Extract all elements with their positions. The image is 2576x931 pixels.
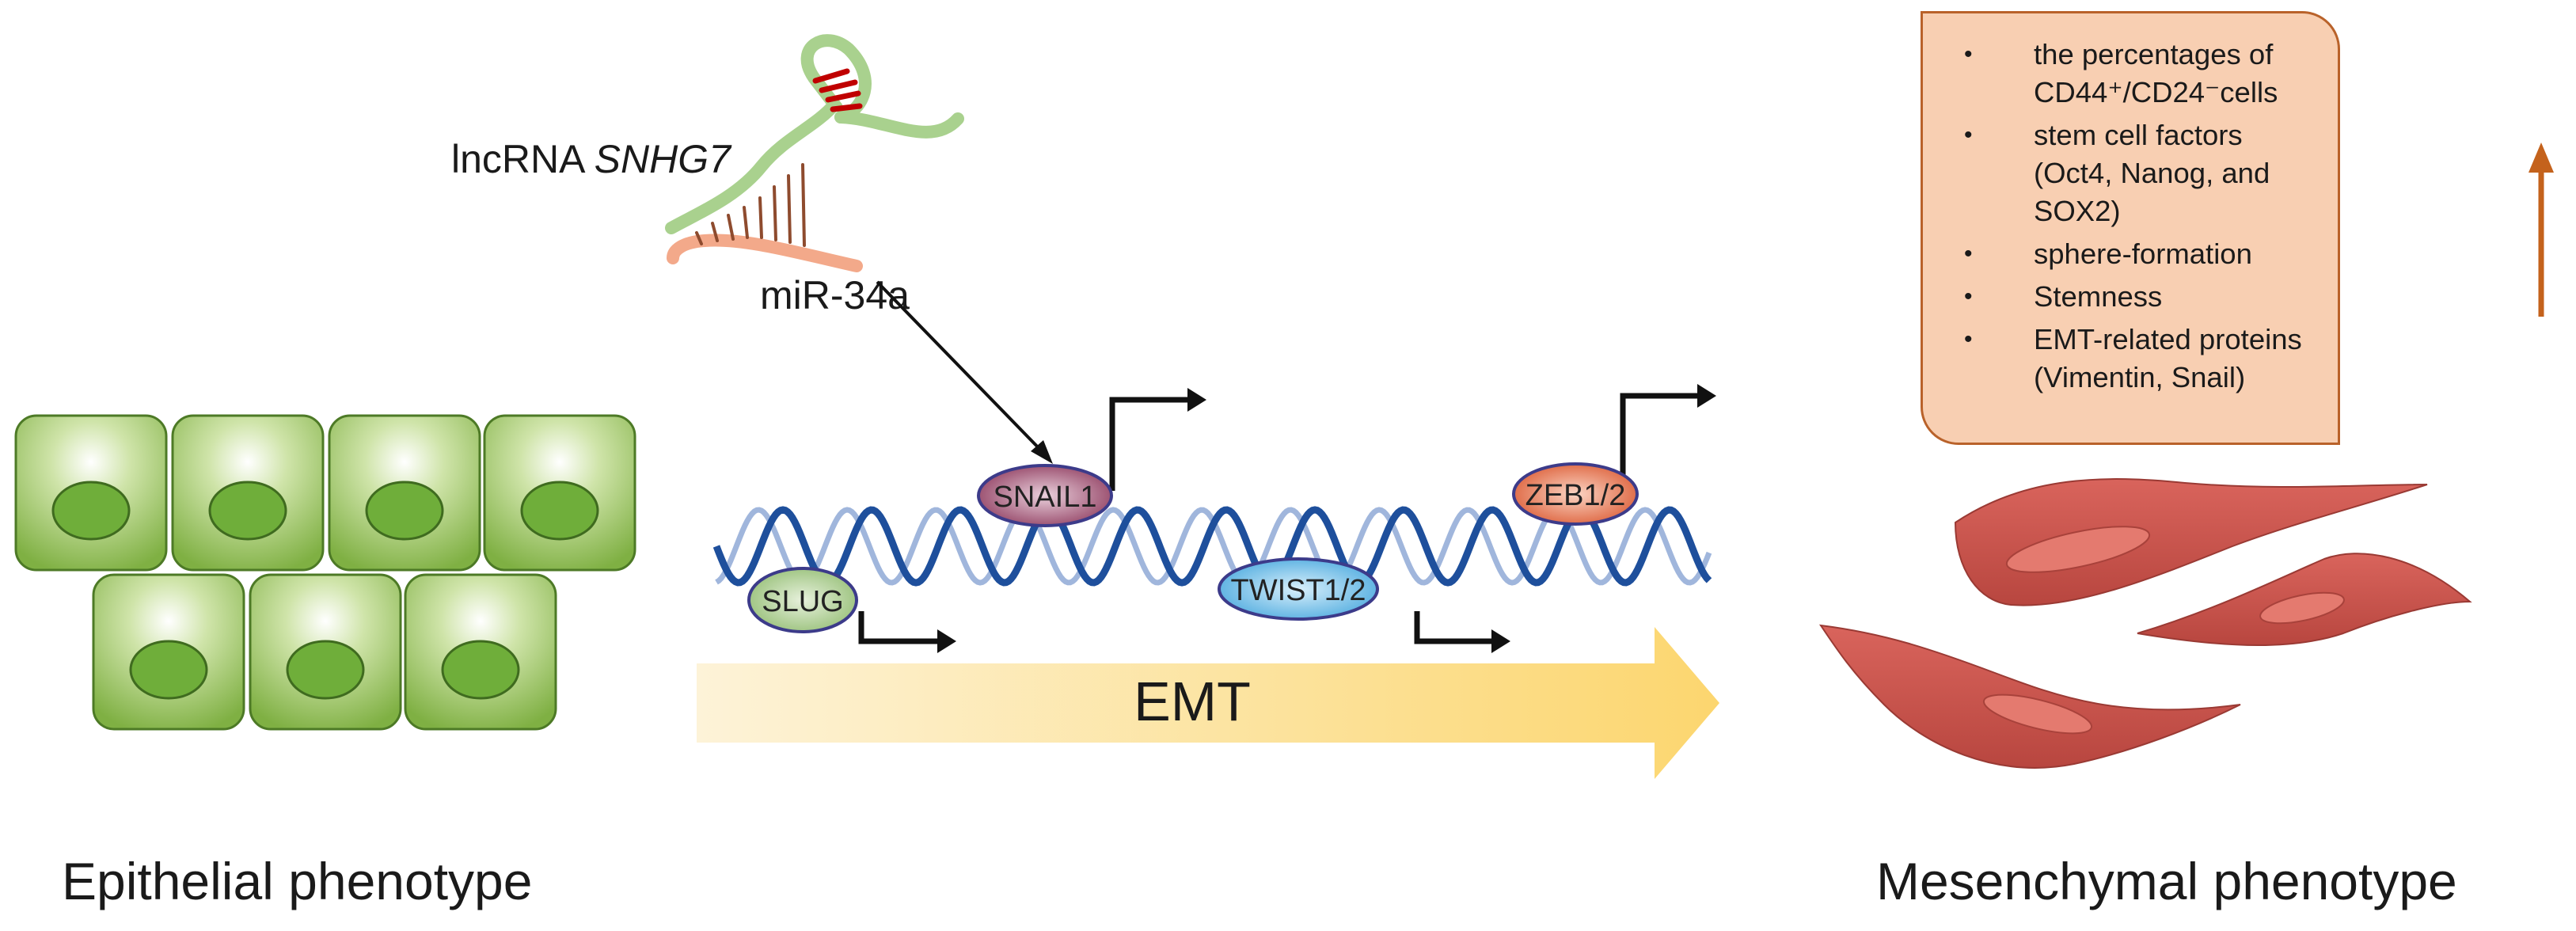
twist-label: TWIST1/2 [1230,574,1366,607]
effect-text: sphere-formation [2034,238,2252,270]
effect-item: • the percentages of CD44⁺/CD24⁻cells [1940,36,2320,112]
mesenchymal-cells [1818,478,2472,769]
zeb-factor: ZEB1/2 [1512,462,1639,526]
epithelial-nucleus [208,481,287,541]
bullet: • [1964,241,1973,267]
snail1-factor: SNAIL1 [977,464,1113,527]
epithelial-nucleus [286,640,365,700]
mesenchymal-nucleus [1982,694,2093,735]
snail1-label: SNAIL1 [994,481,1097,514]
twist-promoter-arrow [1414,611,1496,644]
bullet: • [1964,122,1973,148]
effect-item: • Stemness [1940,278,2320,316]
epithelial-nucleus [51,481,131,541]
mirna-pairing-lines [695,163,806,247]
stem-base-pairs [812,68,863,112]
increase-arrow [2529,142,2554,317]
bullet: • [1964,41,1973,67]
dna-strand [712,506,1712,587]
epithelial-phenotype-caption: Epithelial phenotype [62,852,533,910]
twist-arrowhead [1491,629,1510,653]
emt-label: EMT [1134,671,1251,732]
epithelial-nucleus [365,481,444,541]
epithelial-cells [14,414,636,731]
mirna-target-arrow [876,280,1053,464]
epithelial-nucleus [129,640,208,700]
mesenchymal-nucleus [2259,591,2345,625]
zeb-arrowhead [1697,384,1716,408]
lncrna-snhg7-structure [665,34,964,272]
effect-item: • stem cell factors (Oct4, Nanog, and SOX… [1940,116,2320,230]
lncrna-gene-name: SNHG7 [595,137,732,181]
mesenchymal-cell [1954,478,2428,606]
effect-item: • sphere-formation [1940,235,2320,273]
effect-text: the percentages of CD44⁺/CD24⁻cells [2034,38,2278,108]
epithelial-nucleus [441,640,520,700]
slug-factor: SLUG [747,567,858,633]
mirna-label: miR-34a [760,273,910,317]
dna-helix [712,506,1712,587]
zeb-label: ZEB1/2 [1525,479,1626,512]
effects-panel: • the percentages of CD44⁺/CD24⁻cells • st… [1921,11,2340,445]
bullet: • [1964,283,1973,310]
snail1-promoter-arrow [1109,397,1191,491]
epithelial-nucleus [520,481,599,541]
effect-text: Stemness [2034,280,2163,313]
slug-arrowhead [937,629,956,653]
mesenchymal-nucleus [2005,526,2151,573]
snail1-arrowhead [1187,388,1206,412]
effects-list: • the percentages of CD44⁺/CD24⁻cells • st… [1940,36,2320,397]
zeb-promoter-arrow [1620,393,1702,489]
effect-text: EMT-related proteins (Vimentin, Snail) [2034,323,2302,393]
slug-label: SLUG [762,585,843,618]
emt-arrow [697,627,1719,779]
lncrna-label: lncRNA SNHG7 [451,137,732,181]
effect-item: • EMT-related proteins (Vimentin, Snail) [1940,321,2320,397]
lncrna-prefix: lncRNA [451,137,595,181]
mesenchymal-cell [1818,624,2241,769]
slug-promoter-arrow [858,611,942,644]
bullet: • [1964,326,1973,352]
twist-factor: TWIST1/2 [1218,557,1379,621]
mesenchymal-phenotype-caption: Mesenchymal phenotype [1876,852,2457,910]
promoter-arrows [858,393,1702,644]
effect-text: stem cell factors (Oct4, Nanog, and SOX2… [2034,119,2270,227]
